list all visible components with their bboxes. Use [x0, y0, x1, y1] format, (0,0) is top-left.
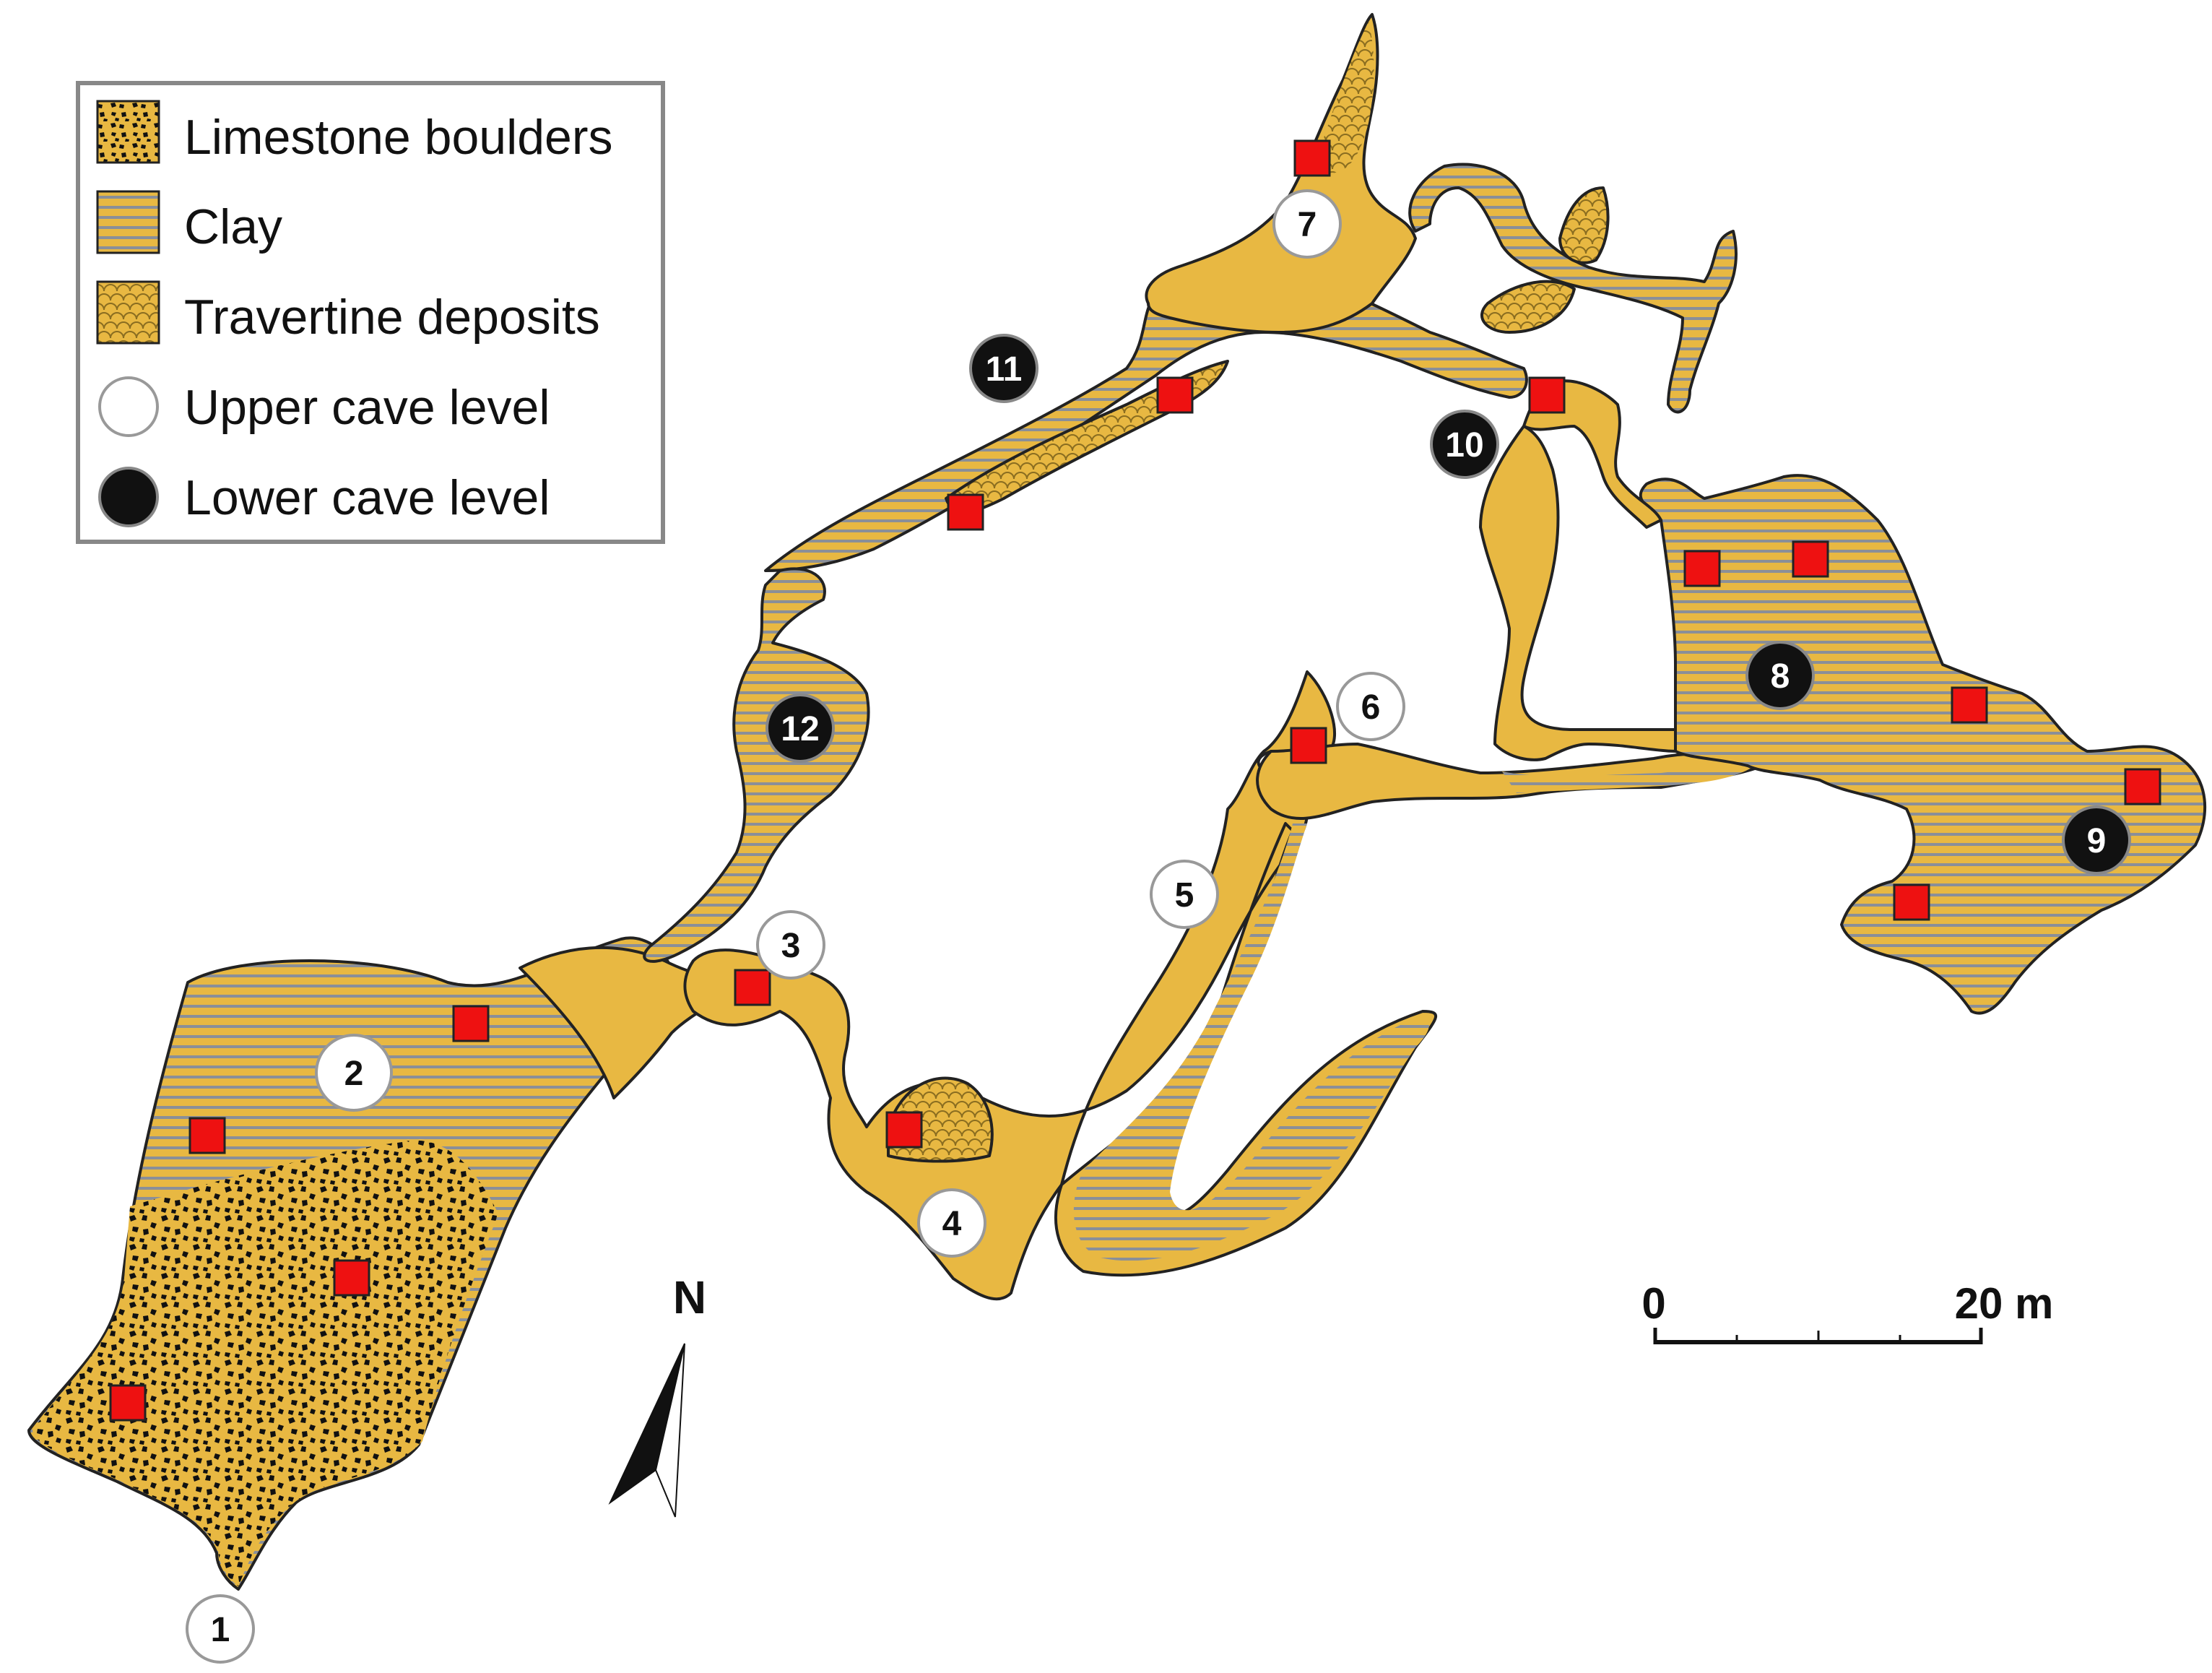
sample-marker: [1293, 139, 1331, 177]
station-4-label: 4: [942, 1205, 962, 1243]
passage-east-north: [1408, 163, 1738, 414]
scale-bar: 0 20 m: [1641, 1279, 2053, 1344]
upper-level-swatch: [98, 376, 159, 437]
boulder-field: [32, 1140, 498, 1586]
north-arrow: N: [608, 1271, 706, 1518]
station-7: 7: [1272, 189, 1342, 259]
sample-marker: [1951, 686, 1988, 724]
legend-travertine-label: Travertine deposits: [184, 290, 600, 345]
station-5: 5: [1150, 860, 1219, 929]
sample-marker: [947, 493, 984, 531]
passage-7: [1145, 13, 1417, 334]
sample-marker: [2124, 768, 2161, 805]
passage-10-loop: [1479, 425, 1677, 761]
legend-frame: [76, 81, 665, 544]
legend-boulders-label: Limestone boulders: [184, 110, 612, 165]
scale-end-label: 20 m: [1955, 1279, 2054, 1328]
legend-upper-label: Upper cave level: [184, 380, 550, 435]
sample-marker: [1156, 376, 1194, 414]
sample-points: [109, 139, 2161, 1422]
station-4: 4: [917, 1188, 986, 1258]
station-12: 12: [765, 693, 835, 763]
sample-marker: [333, 1259, 370, 1297]
north-arrow-light: [654, 1343, 685, 1518]
station-6: 6: [1336, 672, 1405, 741]
north-label: N: [673, 1271, 706, 1323]
station-1-label: 1: [211, 1611, 230, 1649]
sample-marker: [1290, 727, 1327, 764]
travertine-7: [1322, 22, 1374, 173]
station-2: 2: [315, 1034, 393, 1112]
station-6-label: 6: [1361, 688, 1381, 727]
sample-marker: [109, 1384, 147, 1422]
sample-marker: [734, 969, 771, 1006]
station-5-label: 5: [1175, 876, 1194, 915]
station-11: 11: [969, 334, 1038, 403]
station-3: 3: [756, 910, 825, 980]
station-8-label: 8: [1771, 657, 1790, 696]
sample-marker: [1893, 883, 1930, 921]
sample-marker: [452, 1005, 490, 1042]
station-9-label: 9: [2087, 822, 2107, 860]
legend: Limestone boulders Clay Travertine depos…: [76, 81, 665, 544]
station-7-label: 7: [1298, 206, 1317, 244]
lower-level-swatch: [98, 467, 159, 527]
passage-6-clay: [1502, 765, 1755, 793]
station-10-label: 10: [1445, 426, 1483, 464]
clay-swatch: [96, 190, 160, 254]
boulders-swatch: [96, 100, 160, 164]
travertine-swatch: [96, 280, 160, 345]
sample-marker: [1792, 540, 1829, 578]
sample-marker: [1528, 376, 1566, 414]
scale-start-label: 0: [1641, 1279, 1665, 1328]
sample-marker: [885, 1111, 923, 1149]
passage-5: [1073, 823, 1429, 1261]
sample-marker: [188, 1117, 226, 1154]
station-9: 9: [2062, 805, 2131, 875]
station-11-label: 11: [986, 350, 1023, 389]
passage-10-north: [1522, 379, 1662, 529]
station-12-label: 12: [781, 710, 819, 748]
station-10: 10: [1430, 410, 1499, 479]
legend-lower-label: Lower cave level: [184, 470, 550, 525]
station-3-label: 3: [781, 927, 801, 965]
chamber-8-9: [1639, 474, 2207, 1015]
station-labels: 1 2 3 4 5 6 7 8: [186, 189, 2131, 1664]
station-8: 8: [1745, 641, 1815, 710]
legend-clay-label: Clay: [184, 199, 282, 254]
station-1: 1: [186, 1594, 255, 1664]
travertine-ne-lobe: [1558, 186, 1610, 264]
chamber-3-4: [683, 670, 1438, 1301]
station-2-label: 2: [344, 1055, 364, 1093]
cave-passages: [27, 13, 2207, 1591]
travertine-ne: [1480, 280, 1576, 334]
sample-marker: [1683, 550, 1721, 587]
passage-west: [643, 567, 870, 963]
